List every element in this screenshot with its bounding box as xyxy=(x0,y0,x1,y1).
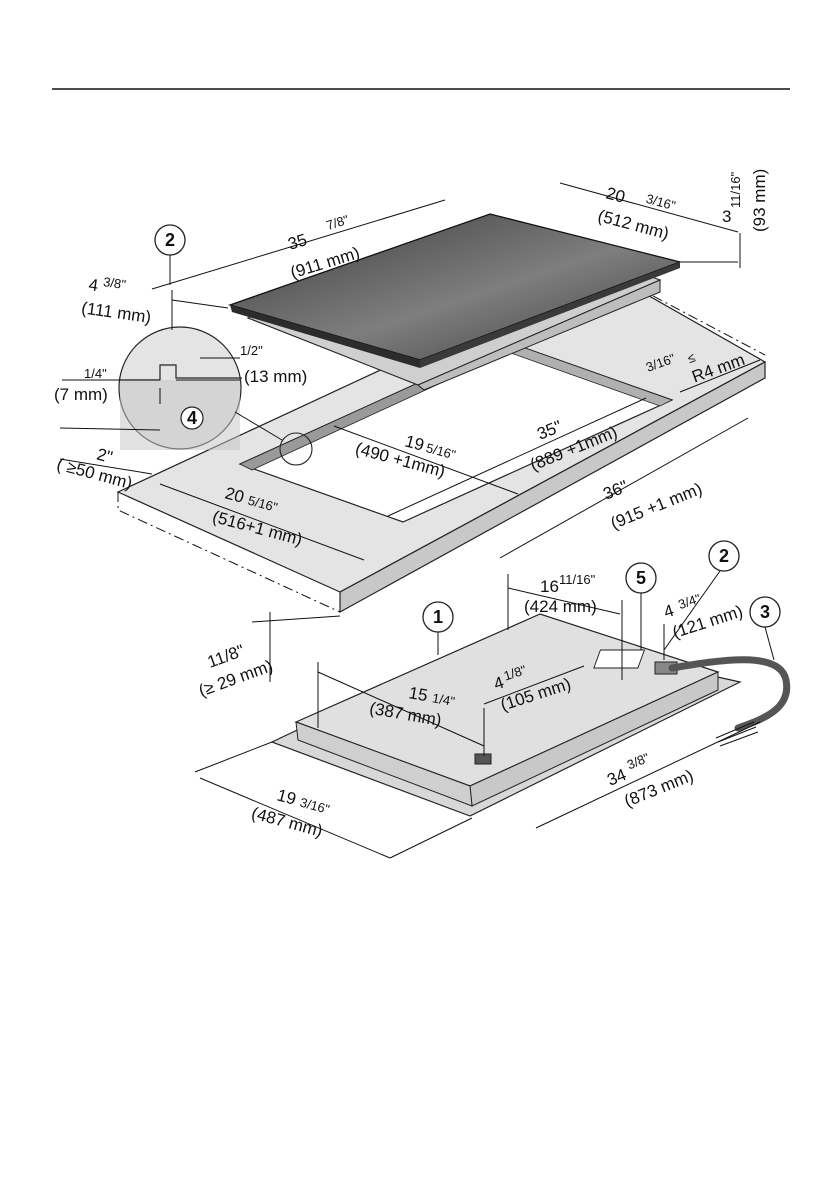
top-dimension-lines xyxy=(59,182,761,682)
svg-text:3/16": 3/16" xyxy=(644,191,677,213)
power-cable xyxy=(668,656,791,732)
connection-box xyxy=(593,649,646,669)
svg-text:1/4": 1/4" xyxy=(431,690,456,709)
svg-text:1/8": 1/8" xyxy=(502,662,529,683)
callout-1: 1 xyxy=(422,601,454,655)
svg-text:2": 2" xyxy=(95,445,115,467)
svg-text:19: 19 xyxy=(403,432,426,455)
svg-text:3: 3 xyxy=(760,602,770,622)
callout-5: 5 xyxy=(625,562,657,650)
countertop-front-edge xyxy=(339,360,766,614)
dim-bottom-depth: 19 3/16" (487 mm) xyxy=(249,786,331,841)
cooktop-body-underside xyxy=(270,613,791,817)
detail-reference-circle xyxy=(279,432,313,466)
glass-edge xyxy=(230,305,420,368)
dim-bottom-width: 34 3/8" (873 mm) xyxy=(604,750,697,811)
callout-2-top: 2 xyxy=(154,224,186,285)
callout-3: 3 xyxy=(749,596,781,661)
svg-text:16: 16 xyxy=(540,577,559,596)
svg-text:3/4": 3/4" xyxy=(676,591,703,612)
svg-text:2: 2 xyxy=(719,546,729,566)
dim-counter-width: 36" (915 +1 mm) xyxy=(600,477,704,533)
svg-text:35: 35 xyxy=(286,230,310,254)
dim-detail-half-in: 1/2" xyxy=(240,343,263,358)
svg-text:(512 mm): (512 mm) xyxy=(596,206,671,243)
svg-text:20: 20 xyxy=(223,484,246,507)
svg-text:1: 1 xyxy=(433,607,443,627)
svg-text:(873 mm): (873 mm) xyxy=(622,766,697,811)
svg-text:4: 4 xyxy=(87,275,99,295)
svg-text:3/16": 3/16" xyxy=(298,795,331,817)
callout-4-number: 4 xyxy=(187,408,197,428)
svg-text:3/8": 3/8" xyxy=(625,750,652,773)
dim-detail-quarter-in: 1/4" xyxy=(84,366,107,381)
svg-text:15: 15 xyxy=(407,683,429,705)
callout-4-circle xyxy=(180,406,204,430)
svg-text:3: 3 xyxy=(722,207,731,226)
svg-text:(424 mm): (424 mm) xyxy=(524,597,597,616)
dim-top-height: 3 11/16" (93 mm) xyxy=(722,169,769,232)
dim-bottom-connection-2: 4 3/4" (121 mm) xyxy=(661,591,745,642)
dim-bottom-connection: 16 11/16" (424 mm) xyxy=(524,572,597,616)
svg-text:36": 36" xyxy=(600,477,630,504)
callout-2-bottom: 2 xyxy=(663,540,740,651)
svg-text:11/16": 11/16" xyxy=(728,171,743,208)
dim-left-offset: 4 3/8" (111 mm) xyxy=(80,274,152,327)
cooktop-underbody-front xyxy=(417,279,661,391)
glass-cooktop xyxy=(227,213,683,391)
svg-text:2: 2 xyxy=(165,230,175,250)
svg-text:11/16": 11/16" xyxy=(559,572,596,587)
svg-text:(111 mm): (111 mm) xyxy=(80,298,152,327)
dim-detail-half-mm: (13 mm) xyxy=(244,367,307,386)
svg-text:≤: ≤ xyxy=(685,350,697,367)
svg-text:7/8": 7/8" xyxy=(324,212,350,233)
svg-text:4: 4 xyxy=(661,601,676,622)
svg-text:3/8": 3/8" xyxy=(102,274,127,292)
svg-text:20: 20 xyxy=(604,184,627,207)
svg-text:19: 19 xyxy=(275,786,298,809)
dim-detail-quarter-mm: (7 mm) xyxy=(54,385,108,404)
terminal-block xyxy=(474,753,492,765)
dim-counter-thickness: 11/8" (≥ 29 mm) xyxy=(196,641,275,701)
svg-text:5: 5 xyxy=(636,568,646,588)
detail-view: 4 xyxy=(62,326,313,466)
bottom-dimension-lines xyxy=(194,574,761,859)
svg-text:(93 mm): (93 mm) xyxy=(750,169,769,232)
